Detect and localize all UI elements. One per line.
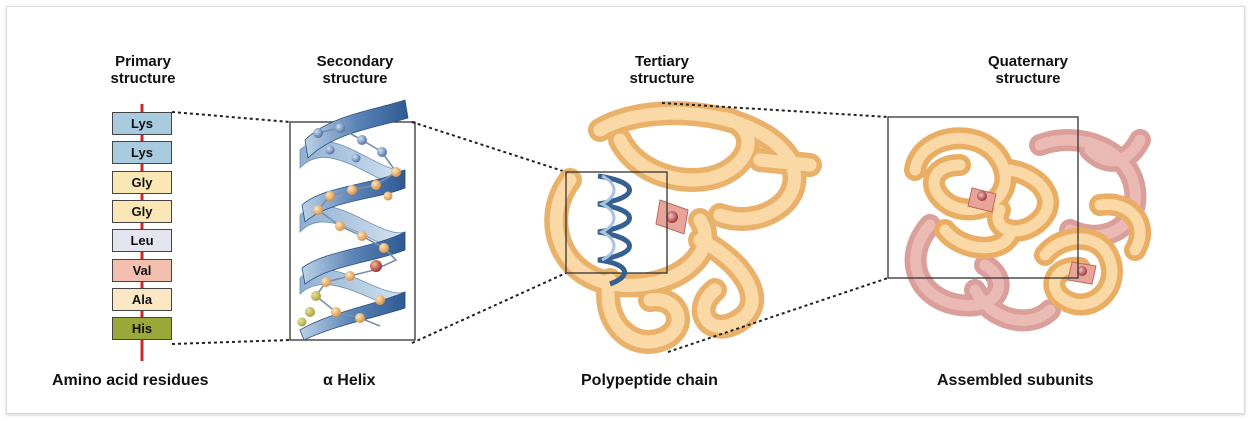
quaternary-protein xyxy=(915,138,1140,320)
residue-box: His xyxy=(112,317,172,340)
connector-secondary-top xyxy=(412,122,566,172)
quaternary-heme-1-iron xyxy=(977,191,987,201)
caption-primary: Amino acid residues xyxy=(52,372,209,390)
connector-primary-top xyxy=(172,112,290,122)
residue-box: Gly xyxy=(112,200,172,223)
caption-secondary: α Helix xyxy=(323,372,376,390)
alpha-helix xyxy=(298,100,409,340)
connector-primary-bottom xyxy=(172,340,290,344)
caption-quaternary: Assembled subunits xyxy=(937,372,1093,390)
tertiary-heme-iron xyxy=(666,211,678,223)
residue-box: Gly xyxy=(112,171,172,194)
caption-tertiary: Polypeptide chain xyxy=(581,372,718,390)
connector-secondary-bottom xyxy=(412,273,566,343)
residue-box: Val xyxy=(112,259,172,282)
residue-box: Ala xyxy=(112,288,172,311)
tertiary-helix xyxy=(598,176,630,284)
residue-box: Leu xyxy=(112,229,172,252)
residue-box: Lys xyxy=(112,112,172,135)
residue-box: Lys xyxy=(112,141,172,164)
